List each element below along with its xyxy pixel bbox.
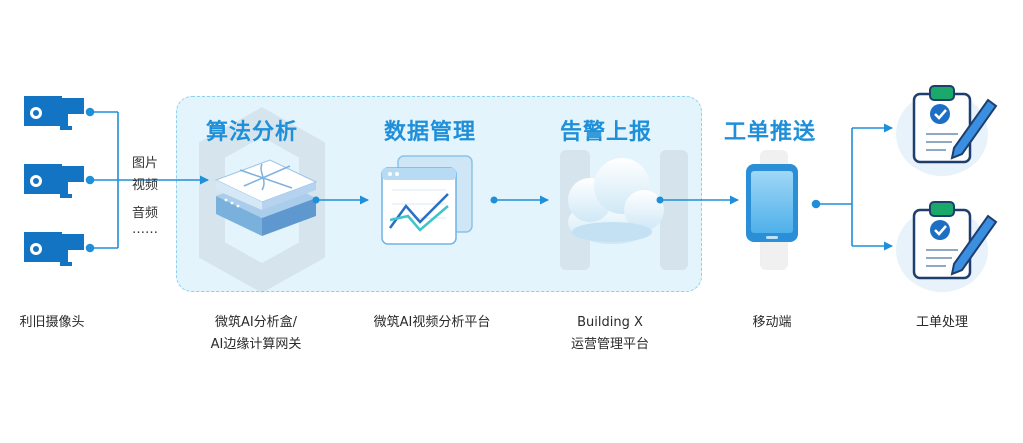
camera-icon	[24, 232, 84, 266]
media-type-audio: 音频	[132, 206, 159, 221]
caption-buildingx-line2: 运营管理平台	[570, 337, 649, 352]
stage-title-data-management: 数据管理	[384, 120, 477, 145]
caption-cameras: 利旧摄像头	[19, 315, 85, 330]
caption-platform: 微筑AI视频分析平台	[373, 315, 491, 330]
caption-mobile: 移动端	[752, 315, 792, 330]
stage-title-alarm: 告警上报	[560, 120, 653, 145]
clipboard-check-icon	[896, 85, 998, 176]
cloud-icon	[568, 158, 664, 244]
media-type-image: 图片	[132, 156, 159, 171]
stage-title-algorithm: 算法分析	[206, 120, 299, 145]
caption-workorder: 工单处理	[915, 315, 968, 330]
caption-edge-box-line1: 微筑AI分析盒/	[214, 315, 298, 330]
caption-buildingx: Building X 运营管理平台	[550, 312, 670, 356]
media-type-more: ……	[132, 222, 158, 237]
stage-title-push: 工单推送	[724, 120, 817, 145]
server-box-icon	[214, 159, 318, 236]
camera-icon	[24, 164, 84, 198]
media-type-video: 视频	[132, 178, 159, 193]
caption-edge-box-line2: AI边缘计算网关	[210, 337, 302, 352]
clipboard-check-icon	[896, 201, 998, 292]
chart-window-icon	[381, 155, 473, 245]
smartphone-icon	[746, 164, 798, 242]
caption-edge-box: 微筑AI分析盒/ AI边缘计算网关	[186, 312, 326, 356]
camera-connectors	[85, 107, 209, 253]
caption-buildingx-line1: Building X	[577, 315, 643, 330]
camera-icon	[24, 96, 84, 130]
mobile-connectors	[811, 123, 893, 251]
